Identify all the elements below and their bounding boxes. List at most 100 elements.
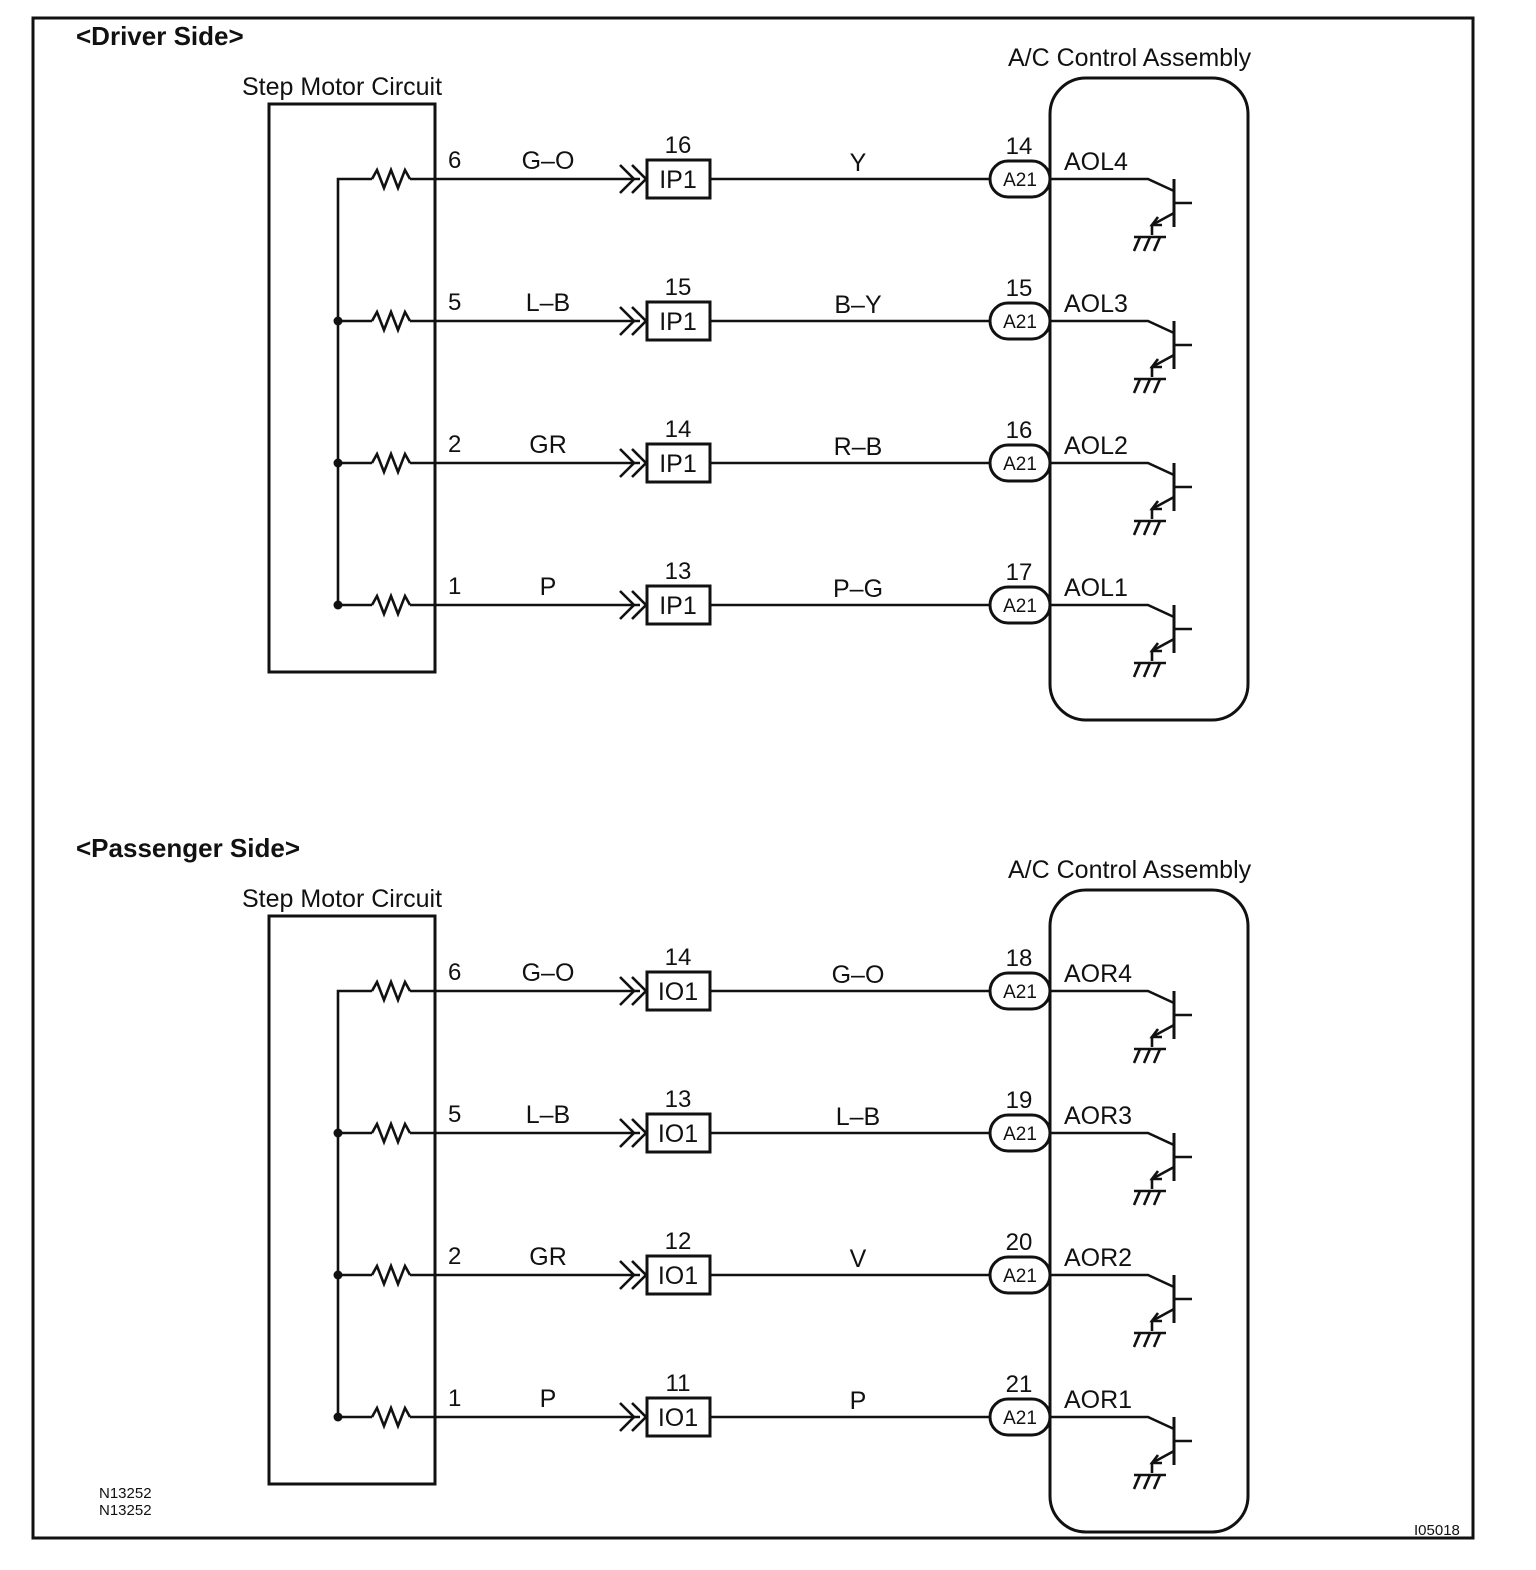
ground-icon — [1132, 519, 1166, 536]
ecu-pin-number: 16 — [1006, 417, 1033, 444]
junction-dot — [333, 600, 343, 610]
transistor-icon — [1149, 1275, 1192, 1331]
wire-color-label: L–B — [526, 289, 570, 317]
coil-resistor-icon — [370, 978, 412, 1004]
step-motor-label: Step Motor Circuit — [242, 885, 442, 913]
ecu-internal-wire — [1050, 989, 1175, 1005]
footer-code-2: N13252 — [99, 1502, 152, 1519]
ecu-pin-number: 19 — [1006, 1087, 1033, 1114]
motor-pin-number: 2 — [448, 431, 461, 458]
transistor-icon — [1149, 321, 1192, 377]
connector-name: IO1 — [658, 1120, 698, 1148]
ecu-connector-name: A21 — [1003, 982, 1037, 1003]
ecu-signal-name: AOL3 — [1064, 290, 1128, 318]
wire-color-label: G–O — [832, 961, 885, 989]
coil-resistor-icon — [370, 450, 412, 476]
step-motor-box — [267, 914, 437, 1486]
ecu-pin-number: 17 — [1006, 559, 1033, 586]
ecu-internal-wire — [1050, 1131, 1175, 1147]
coil-resistor-icon — [370, 308, 412, 334]
figure-id: I05018 — [1414, 1522, 1460, 1539]
section-heading: <Passenger Side> — [76, 833, 300, 863]
ground-icon — [1132, 235, 1166, 252]
ecu-pin-number: 20 — [1006, 1229, 1033, 1256]
ecu-pin-number: 14 — [1006, 133, 1033, 160]
ecu-connector-name: A21 — [1003, 1266, 1037, 1287]
wire-color-label: L–B — [836, 1103, 880, 1131]
wire-color-label: GR — [529, 1243, 567, 1271]
wire-color-label: GR — [529, 431, 567, 459]
ecu-signal-name: AOR3 — [1064, 1102, 1132, 1130]
coil-resistor-icon — [370, 166, 412, 192]
ecu-internal-wire — [1050, 1273, 1175, 1289]
wire-color-label: R–B — [834, 433, 883, 461]
wire-color-label: V — [850, 1245, 867, 1273]
ecu-signal-name: AOL4 — [1064, 148, 1128, 176]
connector-name: IP1 — [659, 166, 697, 194]
motor-pin-number: 2 — [448, 1243, 461, 1270]
motor-pin-number: 6 — [448, 959, 461, 986]
wire-color-label: B–Y — [834, 291, 882, 319]
connector-pin-number: 15 — [665, 274, 692, 301]
ecu-internal-wire — [1050, 461, 1175, 477]
wire-color-label: G–O — [522, 959, 575, 987]
ground-icon — [1132, 661, 1166, 678]
coil-resistor-icon — [370, 1120, 412, 1146]
transistor-icon — [1149, 463, 1192, 519]
ecu-connector-name: A21 — [1003, 170, 1037, 191]
connector-name: IP1 — [659, 592, 697, 620]
motor-pin-number: 5 — [448, 1101, 461, 1128]
step-motor-box — [267, 102, 437, 674]
ecu-connector-name: A21 — [1003, 596, 1037, 617]
ac-control-assembly-label: A/C Control Assembly — [1008, 44, 1252, 72]
ecu-pin-number: 21 — [1006, 1371, 1033, 1398]
motor-common-bus — [336, 177, 372, 607]
ecu-internal-wire — [1050, 603, 1175, 619]
step-motor-label: Step Motor Circuit — [242, 73, 442, 101]
wire-color-label: P — [540, 573, 557, 601]
passenger-side-section: <Passenger Side> Step Motor Circuit A/C Co… — [76, 833, 1252, 1534]
ground-icon — [1132, 377, 1166, 394]
motor-pin-number: 5 — [448, 289, 461, 316]
ecu-signal-name: AOL1 — [1064, 574, 1128, 602]
connector-name: IO1 — [658, 1262, 698, 1290]
wire-color-label: G–O — [522, 147, 575, 175]
motor-pin-number: 1 — [448, 1385, 461, 1412]
wire-color-label: Y — [850, 149, 867, 177]
connector-name: IO1 — [658, 978, 698, 1006]
ecu-signal-name: AOR1 — [1064, 1386, 1132, 1414]
ac-control-assembly-box — [1048, 76, 1250, 722]
ac-control-assembly-label: A/C Control Assembly — [1008, 856, 1252, 884]
motor-pin-number: 6 — [448, 147, 461, 174]
ecu-signal-name: AOL2 — [1064, 432, 1128, 460]
footer-code-1: N13252 — [99, 1485, 152, 1502]
connector-pin-number: 16 — [665, 132, 692, 159]
ac-control-assembly-box — [1048, 888, 1250, 1534]
ground-icon — [1132, 1047, 1166, 1064]
transistor-icon — [1149, 179, 1192, 235]
ecu-signal-name: AOR2 — [1064, 1244, 1132, 1272]
transistor-icon — [1149, 1417, 1192, 1473]
connector-pin-number: 13 — [665, 1086, 692, 1113]
connector-name: IP1 — [659, 308, 697, 336]
ground-icon — [1132, 1473, 1166, 1490]
connector-pin-number: 12 — [665, 1228, 692, 1255]
wire-color-label: P — [540, 1385, 557, 1413]
wire-color-label: P–G — [833, 575, 883, 603]
coil-resistor-icon — [370, 1404, 412, 1430]
ground-icon — [1132, 1331, 1166, 1348]
ecu-internal-wire — [1050, 177, 1175, 193]
ecu-signal-name: AOR4 — [1064, 960, 1132, 988]
transistor-icon — [1149, 605, 1192, 661]
diagram-frame — [31, 16, 1475, 1540]
ecu-internal-wire — [1050, 1415, 1175, 1431]
